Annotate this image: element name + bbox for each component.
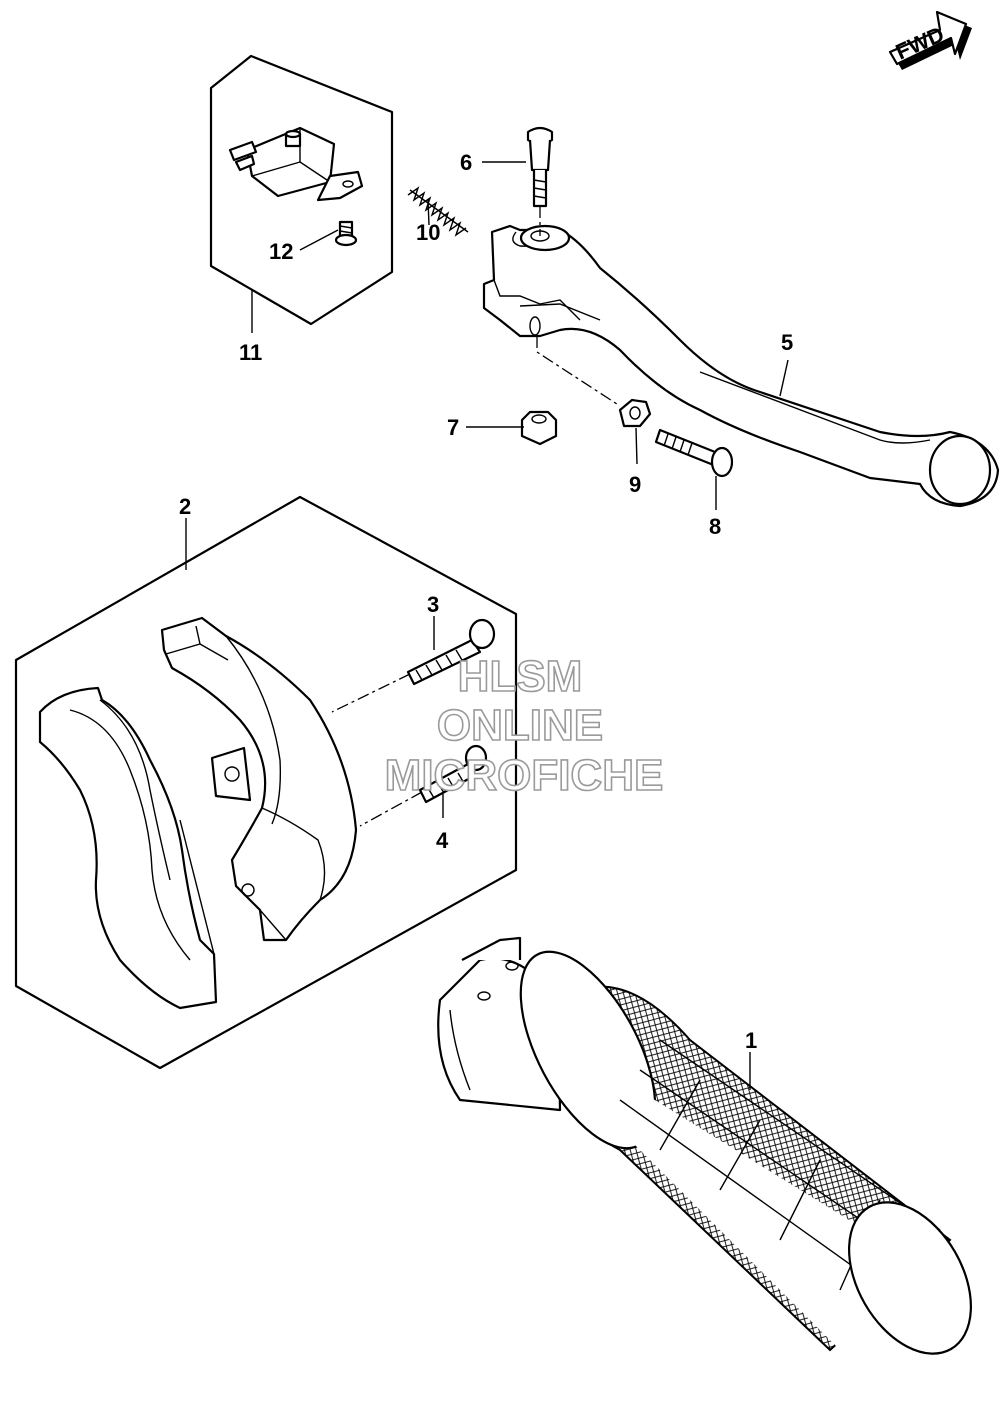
screw-4: [418, 744, 488, 804]
watermark-line3: MICROFICHE: [385, 751, 664, 800]
nut-7: [520, 410, 558, 446]
screw-3: [406, 618, 496, 686]
clutch-switch: [228, 126, 364, 202]
lever-holder-clamp: [38, 686, 218, 1010]
watermark-line1: HLSM: [458, 652, 583, 701]
callout-6: 6: [460, 150, 472, 175]
fwd-arrow-icon: FWD: [888, 10, 972, 70]
callout-10: 10: [416, 220, 440, 245]
watermark: HLSM ONLINE MICROFICHE: [384, 651, 664, 801]
callout-3: 3: [427, 592, 439, 617]
callout-5: 5: [781, 330, 793, 355]
callout-9: 9: [629, 472, 641, 497]
callout-7: 7: [447, 415, 459, 440]
bolt-8: [654, 428, 734, 478]
callout-labels: 1 2 3 4 5 6 7 8 9 10 11 12: [179, 150, 793, 1053]
callout-8: 8: [709, 514, 721, 539]
screw-12: [334, 220, 358, 247]
leader-lines: [185, 161, 789, 1090]
watermark-line2: ONLINE: [437, 701, 603, 750]
lever-holder-main: [160, 616, 358, 942]
clutch-lever-5: [482, 224, 1000, 508]
callout-11: 11: [239, 340, 262, 365]
callout-12: 12: [269, 239, 293, 264]
callout-1: 1: [745, 1028, 757, 1053]
grip-1: [437, 936, 973, 1355]
callout-2: 2: [179, 494, 191, 519]
pivot-bolt-6: [526, 126, 554, 208]
nut-9: [618, 398, 652, 428]
callout-4: 4: [436, 828, 449, 853]
spring-10: [407, 186, 469, 237]
